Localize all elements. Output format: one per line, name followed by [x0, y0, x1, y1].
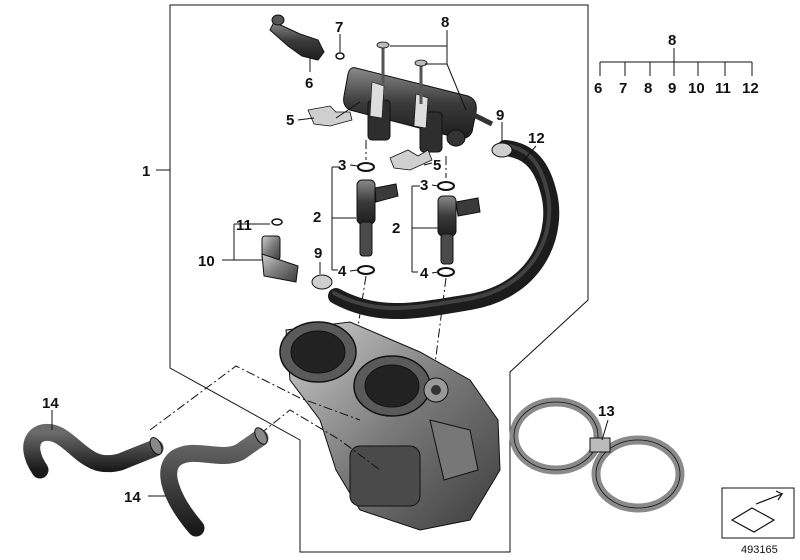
callout-4-left: 4 [338, 263, 347, 280]
hose-clip-upper [491, 142, 513, 158]
o-ring-part-11 [271, 218, 283, 226]
fuel-connector [269, 14, 325, 61]
callout-2-right: 2 [392, 220, 400, 237]
callout-11: 11 [236, 217, 252, 234]
callout-7: 7 [335, 19, 343, 36]
legend-item-11: 11 [715, 80, 731, 97]
guide-line-hose-lower [259, 409, 381, 471]
pressure-sensor [261, 235, 299, 283]
callout-14-right: 14 [124, 489, 141, 506]
legend-head: 8 [668, 32, 676, 49]
guide-line-right [433, 277, 447, 373]
legend-item-10: 10 [688, 80, 705, 97]
hose-clip-lower [311, 274, 333, 290]
legend-item-12: 12 [742, 80, 759, 97]
callout-3-left: 3 [338, 157, 346, 174]
throttle-body [279, 321, 501, 531]
assembly-outline [169, 4, 589, 553]
callout-4-right: 4 [420, 265, 429, 282]
injector-left [356, 179, 399, 257]
callout-10: 10 [198, 253, 215, 270]
injector-right [437, 195, 481, 265]
leader-lines [51, 30, 609, 497]
legend-item-6: 6 [594, 80, 602, 97]
diagram-number: 493165 [741, 544, 778, 556]
seal-4-left [357, 265, 375, 275]
o-ring-part-7 [335, 52, 345, 60]
callouts: 1 2 2 3 3 4 4 5 5 6 7 8 9 9 10 11 12 13 … [42, 14, 615, 506]
legend-item-8: 8 [644, 80, 652, 97]
box-arrow-icon [730, 507, 776, 533]
legend-numbers: 8 6 7 8 9 10 11 12 [594, 32, 759, 97]
view-symbol [721, 487, 795, 539]
legend-item-7: 7 [619, 80, 627, 97]
seal-3-right [437, 181, 455, 191]
callout-9-upper: 9 [496, 107, 504, 124]
callout-3-right: 3 [420, 177, 428, 194]
seal-4-right [437, 267, 455, 277]
clip-lower [389, 149, 433, 171]
rail-screws [376, 41, 428, 104]
callout-9-lower: 9 [314, 245, 322, 262]
callout-1: 1 [142, 163, 150, 180]
seal-3-left [357, 162, 375, 172]
clip-upper [307, 105, 353, 127]
legend-item-9: 9 [668, 80, 676, 97]
guide-line-hose-upper [149, 365, 361, 431]
callout-5-lower: 5 [433, 157, 441, 174]
callout-13: 13 [598, 403, 615, 420]
callout-14-left: 14 [42, 395, 59, 412]
parts-legend-tree [599, 48, 753, 76]
intake-clamps [509, 397, 685, 513]
callout-6: 6 [305, 75, 313, 92]
callout-8: 8 [441, 14, 449, 31]
vent-hose-right [160, 427, 269, 537]
callout-5-upper: 5 [286, 112, 294, 129]
callout-2-left: 2 [313, 209, 321, 226]
callout-12: 12 [528, 130, 545, 147]
vent-hose-left [23, 423, 164, 479]
fuel-rail [343, 67, 494, 153]
